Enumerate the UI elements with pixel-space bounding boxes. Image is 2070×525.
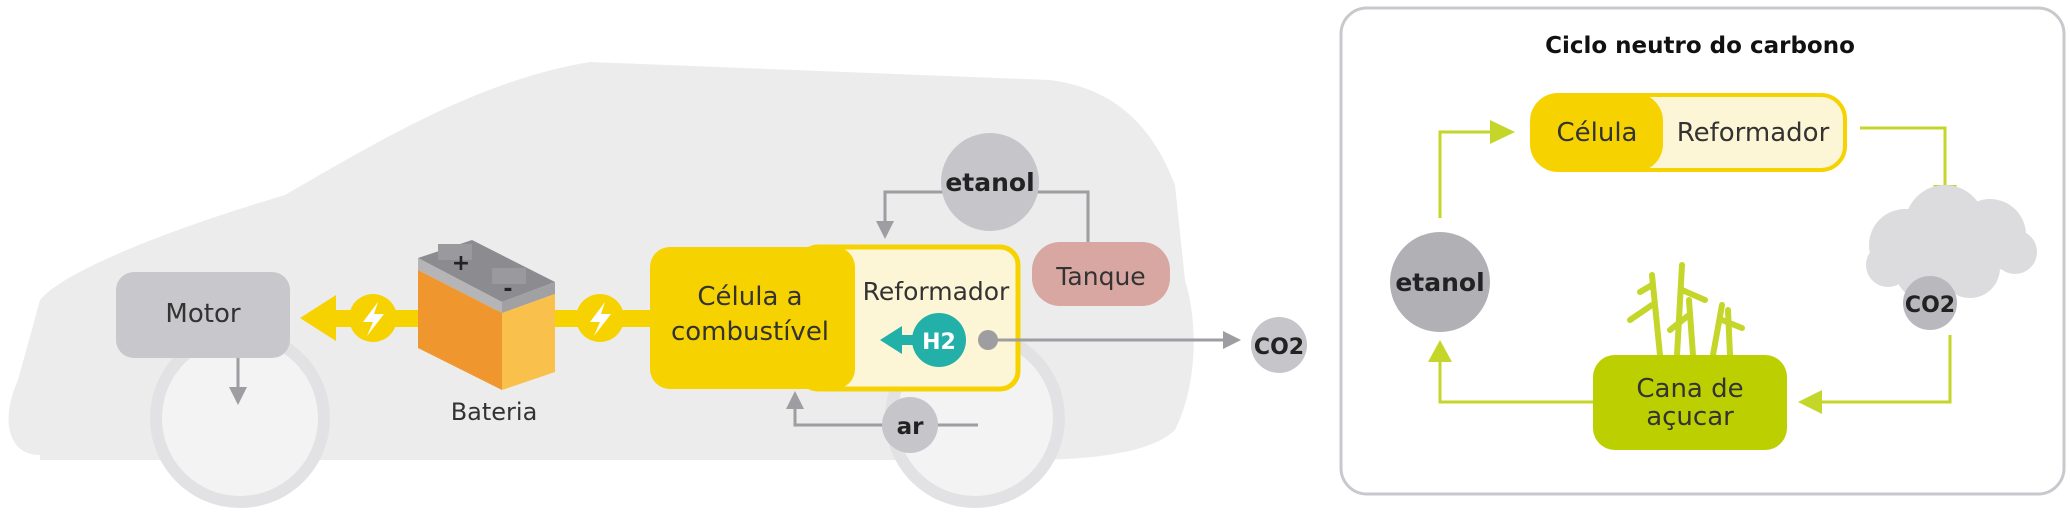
battery-side: [502, 294, 555, 390]
power-arrowhead: [300, 295, 336, 341]
cycle-arrow-ethanol-to-cell: [1438, 130, 1490, 218]
h2-arrow-stem: [898, 335, 918, 345]
cycle-cell-label: Célula: [1556, 118, 1637, 148]
fuel-cell-unit: Célula a combustível Reformador H2: [650, 244, 1021, 392]
cycle-cell-box: [1530, 93, 1663, 172]
sugarcane-icon: [1627, 262, 1745, 358]
cycle-arrow-cell-to-co2: [1860, 126, 1947, 185]
cycle-arrowhead-up: [1428, 340, 1452, 362]
air-label: ar: [897, 414, 925, 440]
lightning-icon-right: [590, 302, 611, 336]
cycle-ethanol-node: [1390, 232, 1490, 332]
tank-box: [1032, 242, 1170, 306]
cycle-sugarcane-label-line1: Cana de: [1636, 374, 1743, 404]
battery-top-light: [418, 258, 502, 313]
h2-arrowhead: [880, 326, 902, 354]
fuel-cell-box: [650, 247, 855, 389]
cycle-co2-node: [1903, 276, 1957, 330]
motor: Motor: [116, 272, 290, 405]
motor-label: Motor: [165, 299, 240, 329]
cycle-arrow-cane-to-ethanol: [1438, 360, 1593, 404]
cycle-sugarcane-label-line2: açucar: [1646, 402, 1734, 432]
h2-node: [912, 313, 966, 367]
battery-plus: +: [452, 251, 470, 276]
battery-minus: -: [503, 277, 512, 302]
co2-outlet-dot: [978, 330, 998, 350]
co2-exhaust-label: CO2: [1254, 335, 1304, 360]
battery-front: [418, 270, 502, 390]
battery-top-right: [502, 282, 555, 313]
cycle-sugarcane-box: [1593, 355, 1787, 450]
lightning-icon-left: [363, 302, 384, 336]
cycle-arrowhead-left: [1798, 390, 1822, 414]
ethanol-label: etanol: [945, 168, 1034, 197]
battery-terminal-left: [438, 244, 472, 260]
cycle-title: Ciclo neutro do carbono: [1545, 33, 1855, 59]
tank-label: Tanque: [1055, 262, 1145, 291]
front-wheel-arch: [162, 340, 318, 496]
air-node: [882, 397, 938, 453]
fuel-cell-label-line1: Célula a: [697, 282, 802, 312]
battery: + - Bateria: [418, 240, 555, 426]
h2-label: H2: [922, 330, 956, 355]
carbon-cycle-panel: Ciclo neutro do carbono Célula Reformado…: [1339, 6, 2066, 496]
cycle-arrows: [1438, 126, 1952, 404]
cycle-arrowhead-right: [1490, 120, 1515, 144]
cycle-co2-label: CO2: [1905, 293, 1955, 318]
cycle-arrow-co2-to-cane: [1822, 335, 1952, 404]
battery-label: Bateria: [451, 398, 538, 426]
battery-terminal-right: [492, 268, 526, 284]
fuel-cell-label-line2: combustível: [671, 317, 829, 347]
power-flow: [300, 294, 652, 342]
cycle-reformer-label: Reformador: [1677, 118, 1830, 148]
ethanol-node: [941, 133, 1039, 231]
cycle-ethanol-label: etanol: [1395, 268, 1484, 297]
co2-exhaust-node: [1251, 317, 1307, 373]
motor-box: [116, 272, 290, 358]
reformer-label: Reformador: [863, 277, 1010, 306]
